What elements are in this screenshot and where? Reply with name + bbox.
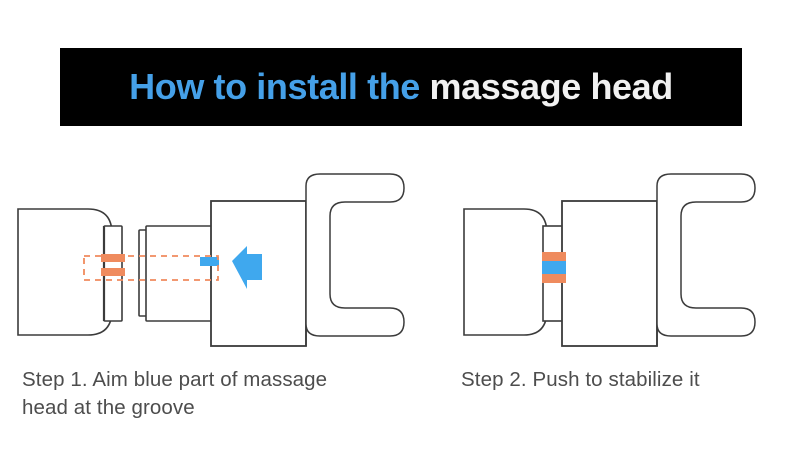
title-highlight-text: How to install the: [129, 66, 430, 107]
step-1-diagram: [0, 168, 450, 358]
step-1-caption-line-1: Step 1. Aim blue part of massage: [22, 368, 328, 391]
step-2-diagram: [450, 168, 790, 358]
joint-stripe-orange-upper: [542, 252, 566, 261]
fork-head-outline: [305, 173, 405, 346]
step-1-caption-line-2: head at the groove: [22, 396, 195, 419]
device-body-outline: [463, 208, 548, 336]
title-banner: How to install the massage head: [60, 48, 742, 126]
head-base-block-outline: [561, 200, 658, 347]
step-1-caption: Step 1. Aim blue part of massage head at…: [22, 366, 432, 422]
fork-head-outline: [656, 173, 756, 346]
title-plain-text: massage head: [429, 66, 674, 107]
step-2-caption-line-1: Step 2. Push to stabilize it: [461, 368, 700, 391]
page-title: How to install the massage head: [129, 69, 673, 105]
device-body-outline: [17, 208, 113, 336]
groove-mark-upper: [101, 254, 125, 262]
groove-mark-lower: [101, 268, 125, 276]
stem-outline: [145, 225, 215, 322]
blue-alignment-tab: [200, 257, 219, 266]
joint-stripe-blue: [542, 261, 566, 274]
blue-push-arrow-icon: [232, 246, 262, 289]
alignment-guide-box: [83, 255, 219, 281]
joint-stripe-orange-lower: [542, 274, 566, 283]
step-2-caption: Step 2. Push to stabilize it: [461, 366, 781, 394]
